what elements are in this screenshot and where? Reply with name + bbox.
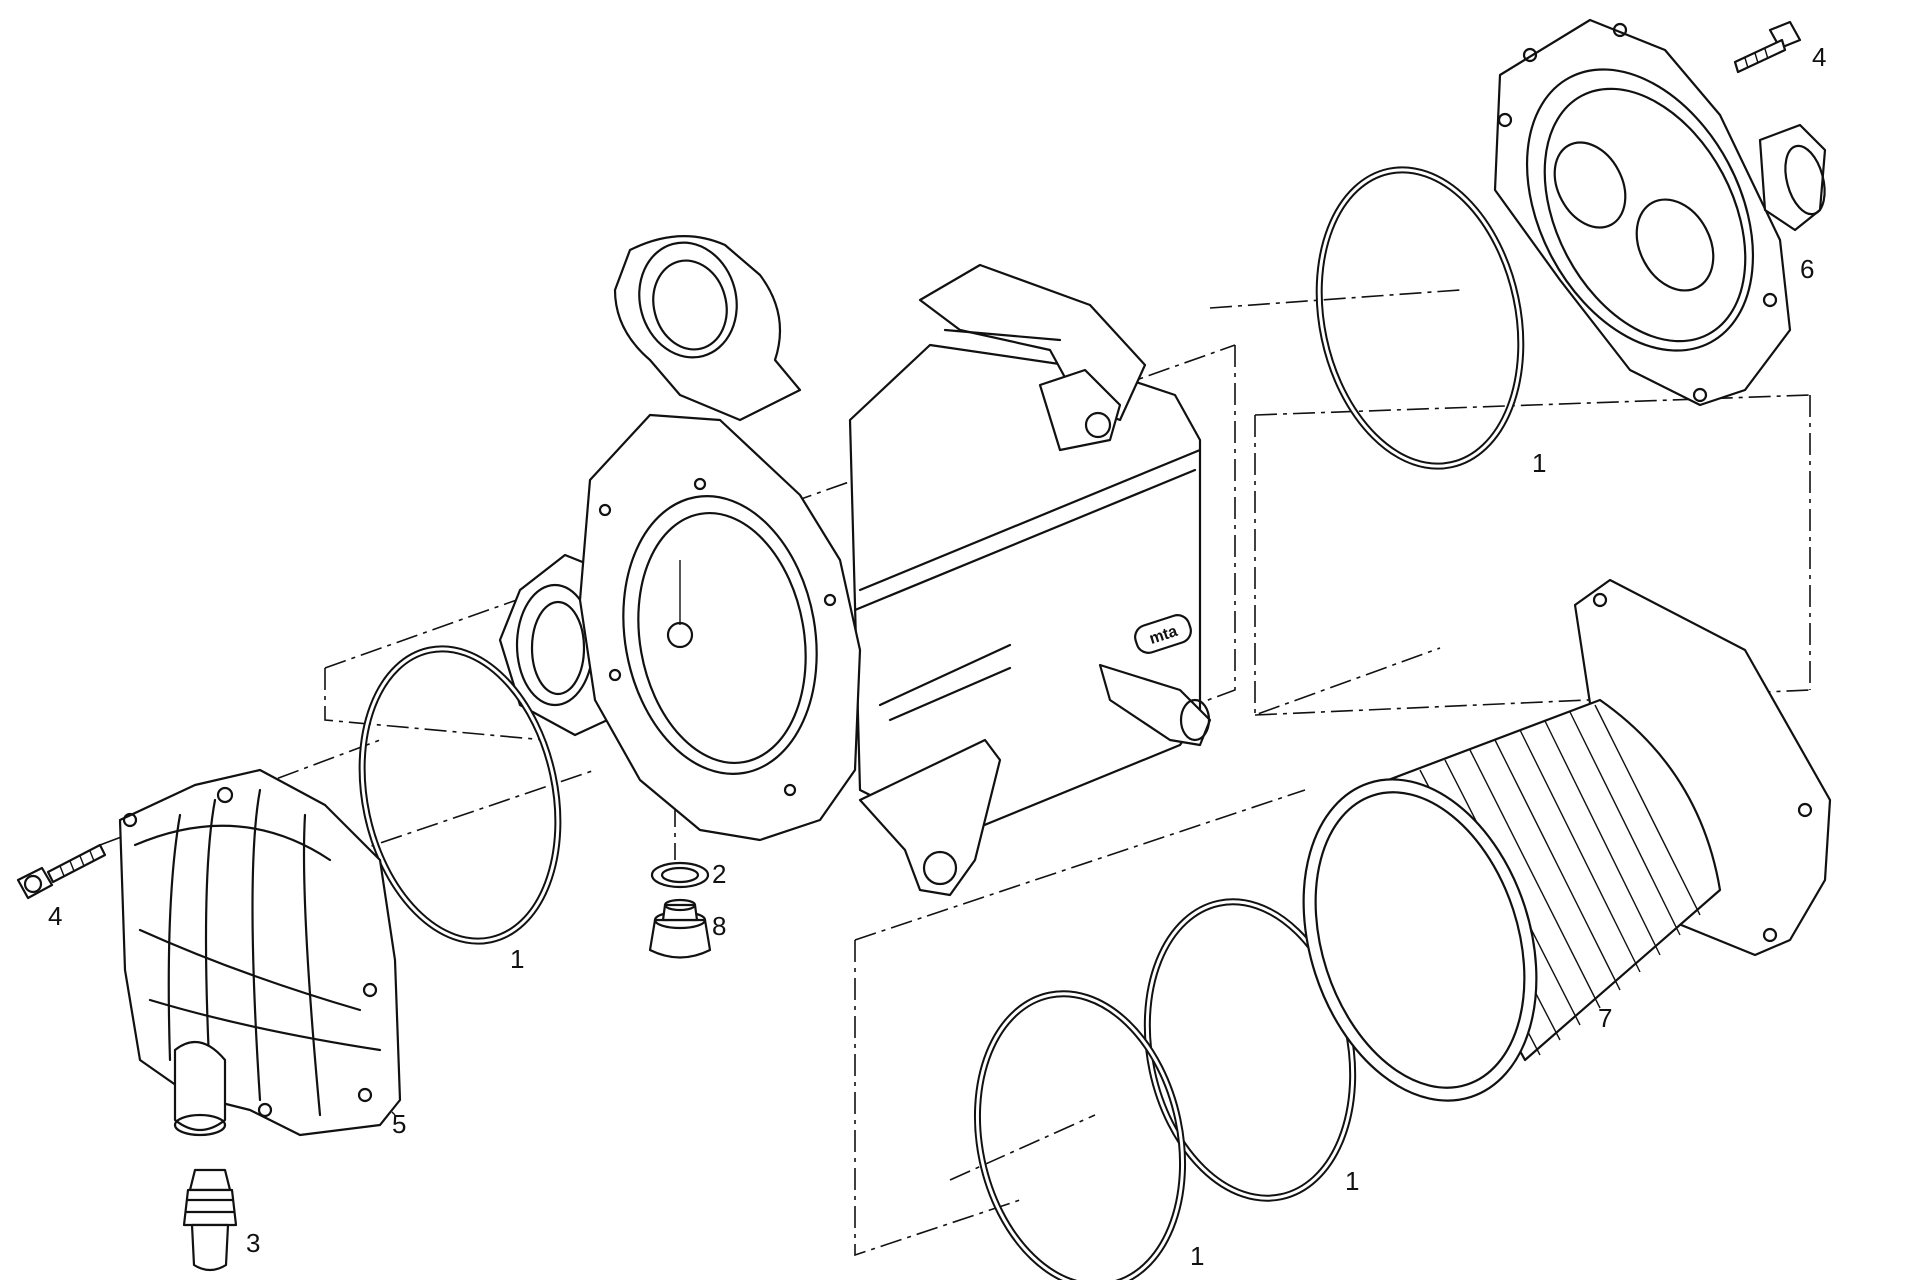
callout-4: 4 — [1812, 42, 1826, 72]
callout-labels: 1 1 1 1 2 3 4 4 5 6 7 8 — [48, 42, 1826, 1271]
rear-cover — [1493, 18, 1827, 407]
leader-lines — [391, 1111, 396, 1116]
callout-1: 1 — [1190, 1241, 1204, 1271]
front-cover — [118, 768, 402, 1137]
callout-1: 1 — [1345, 1166, 1359, 1196]
callout-1: 1 — [1532, 448, 1546, 478]
callout-5: 5 — [392, 1109, 406, 1139]
callout-8: 8 — [712, 911, 726, 941]
hose-fitting — [182, 1168, 238, 1272]
bolt-right — [1733, 20, 1802, 74]
callout-2: 2 — [712, 859, 726, 889]
o-ring-filter-b — [973, 990, 1187, 1280]
cylindrical-filter — [1302, 578, 1832, 1102]
callout-1: 1 — [510, 944, 524, 974]
o-ring-front-housing — [358, 645, 562, 945]
drain-plug — [648, 898, 712, 959]
bolt-left — [16, 843, 107, 900]
filter-pleats — [1394, 704, 1701, 1056]
callout-6: 6 — [1800, 254, 1814, 284]
pump-housing: mta — [498, 235, 1212, 897]
callout-7: 7 — [1598, 1003, 1612, 1033]
o-ring-rear-cover — [1315, 166, 1525, 470]
callout-3: 3 — [246, 1228, 260, 1258]
callout-4: 4 — [48, 901, 62, 931]
sealing-washer — [650, 861, 710, 889]
brand-logo-badge — [1134, 614, 1192, 654]
